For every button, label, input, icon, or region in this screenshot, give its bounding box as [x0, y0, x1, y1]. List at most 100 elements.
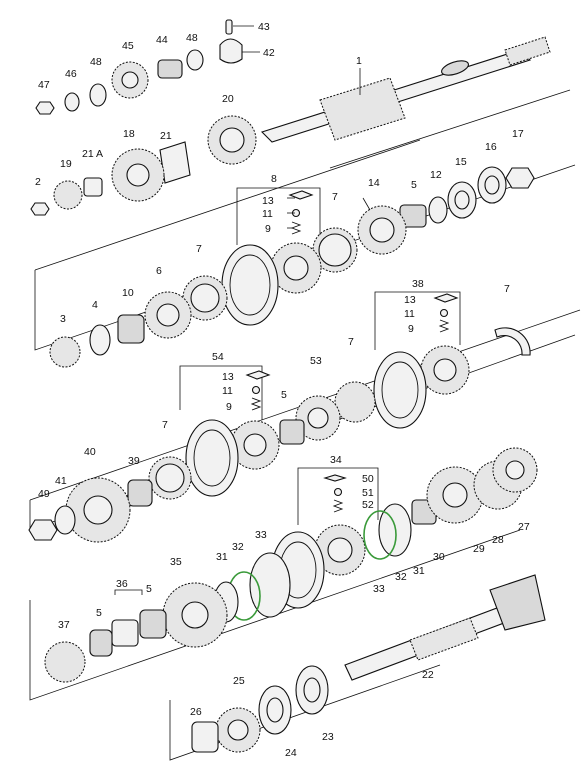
synchro-group-38: [334, 291, 531, 429]
brake-band-32-right: [363, 510, 397, 560]
label-11-r3: 11: [404, 308, 415, 320]
label-51: 51: [362, 487, 374, 499]
synchro-ring-7-cut: [494, 327, 531, 356]
pinion-head: [489, 574, 546, 631]
left-gear-cluster: [30, 141, 191, 216]
gear-20-hub: [219, 127, 245, 153]
label-33-right: 33: [373, 583, 385, 595]
label-26: 26: [190, 706, 202, 718]
bushing-26: [191, 721, 219, 753]
label-46: 46: [65, 68, 77, 80]
axis-guide-1: [329, 89, 571, 169]
label-7-r3: 7: [504, 283, 510, 295]
label-39: 39: [128, 455, 140, 467]
label-2: 2: [35, 176, 41, 188]
label-13-r4: 13: [222, 371, 234, 383]
washer-41: [54, 505, 76, 535]
label-33-left: 33: [255, 529, 267, 541]
label-48: 48: [90, 56, 102, 68]
washer-48: [89, 83, 107, 107]
label-53: 53: [310, 355, 322, 367]
bracket-54: [179, 365, 263, 372]
sleeve-21: [159, 141, 191, 184]
label-54: 54: [212, 351, 224, 363]
gear-19: [53, 180, 83, 210]
label-1: 1: [356, 55, 362, 67]
nut-47: [35, 101, 55, 115]
label-23: 23: [322, 731, 334, 743]
needle-bearing-10: [117, 314, 145, 344]
label-7-r4: 7: [162, 419, 168, 431]
row-4-left: [28, 477, 153, 543]
label-13-r2: 13: [262, 195, 274, 207]
label-15: 15: [455, 156, 467, 168]
nut-49: [28, 519, 58, 541]
pinion-shaft: [344, 574, 546, 681]
part-labels: 43 42 48 44 45 48 46 47 1 20 18 21 21 A …: [35, 21, 530, 759]
label-48-top: 48: [186, 32, 198, 44]
ring-12: [428, 196, 448, 224]
synchro-group-34: [271, 467, 412, 609]
label-9-r2: 9: [265, 223, 271, 235]
key-13-row4: [245, 370, 271, 380]
spring-52: [332, 499, 344, 513]
label-52: 52: [362, 499, 374, 511]
needle-bearing-44: [157, 59, 183, 79]
row-2-right: [312, 166, 535, 273]
label-31-right: 31: [413, 565, 425, 577]
label-38: 38: [412, 278, 424, 290]
label-49: 49: [38, 488, 50, 500]
label-5-r5b: 5: [96, 607, 102, 619]
label-25: 25: [233, 675, 245, 687]
synchro-ring-7-left-inner: [190, 283, 220, 313]
spring-9-row4: [250, 397, 262, 411]
label-5-r3: 5: [281, 389, 287, 401]
label-4: 4: [92, 299, 98, 311]
row-3-middle: [279, 395, 341, 445]
bracket-8: [236, 187, 321, 195]
top-small-parts: [35, 19, 243, 115]
gear-6-hub: [156, 303, 180, 327]
input-shaft: [260, 36, 551, 143]
axis-guide-3: [34, 139, 421, 271]
label-47: 47: [38, 79, 50, 91]
label-32-left: 32: [232, 541, 244, 553]
bracket-34: [297, 467, 379, 475]
bushing-42: [219, 38, 243, 64]
bearing-23-inner: [303, 677, 321, 703]
row-5-left: [44, 552, 291, 683]
bearing-16-inner: [484, 175, 500, 195]
input-shaft-collar: [441, 60, 469, 76]
label-30: 30: [433, 551, 445, 563]
label-14: 14: [368, 177, 380, 189]
ball-11-row4: [251, 385, 261, 395]
label-44: 44: [156, 34, 168, 46]
synchro-hub-row3-inner: [433, 358, 457, 382]
ball-51: [333, 487, 343, 497]
label-3: 3: [60, 313, 66, 325]
row-4-right: [411, 447, 538, 525]
gear-14-hub: [369, 217, 395, 243]
label-17: 17: [512, 128, 524, 140]
label-12: 12: [430, 169, 442, 181]
bracket-36: [114, 589, 143, 595]
gear-18-hub: [126, 163, 150, 187]
gear-45-hub: [121, 71, 139, 89]
washer-46: [64, 92, 80, 112]
gear-35-hub: [181, 601, 209, 629]
row-2-left: [49, 275, 228, 368]
synchro-ring-33-left: [249, 552, 291, 618]
pin-43: [225, 19, 233, 35]
ball-11-row3: [439, 308, 449, 318]
label-11-r4: 11: [222, 385, 233, 397]
label-5-r5: 5: [146, 583, 152, 595]
gear-3: [49, 336, 81, 368]
label-13-r3: 13: [404, 294, 416, 306]
gear-37: [44, 641, 86, 683]
label-41: 41: [55, 475, 67, 487]
leader-lines: [233, 25, 371, 229]
label-9-r3: 9: [408, 323, 414, 335]
spring-9-row3: [438, 319, 450, 333]
axis-guide-6: [29, 529, 521, 701]
